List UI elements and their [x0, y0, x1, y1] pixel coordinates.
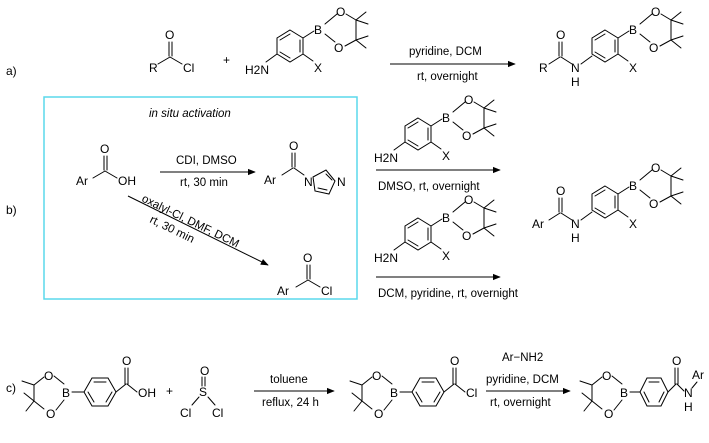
amide-product-b: O Ar N H X B O O — [532, 161, 684, 245]
atom-x: X — [442, 149, 450, 163]
atom-o: O — [334, 41, 343, 55]
part-label-b: b) — [6, 203, 17, 217]
atom-h2n: H2N — [374, 251, 398, 265]
atom-o: O — [602, 369, 611, 383]
condition-a-bottom: rt, overnight — [417, 71, 479, 83]
atom-o: O — [462, 129, 471, 143]
atom-o: O — [122, 354, 131, 368]
atom-o: O — [46, 407, 55, 421]
atom-oh: OH — [118, 174, 136, 188]
condition-c2-mid: pyridine, DCM — [486, 374, 559, 386]
atom-o: O — [165, 28, 174, 42]
atom-b: B — [629, 23, 637, 37]
amide-product-a: O R N H X B O O — [539, 5, 684, 89]
atom-ar: Ar — [277, 284, 289, 298]
in-situ-title: in situ activation — [149, 108, 231, 120]
atom-x: X — [629, 61, 637, 75]
part-label-c: c) — [6, 381, 16, 395]
condition-b-lower: DCM, pyridine, rt, overnight — [378, 288, 519, 300]
atom-ar: Ar — [692, 368, 704, 382]
plus-sign: + — [166, 384, 173, 398]
atom-o: O — [464, 193, 473, 207]
in-situ-activation-box — [43, 96, 358, 300]
aminophenyl-bpin-a: H2N X B O O — [245, 5, 369, 77]
part-label-a: a) — [6, 64, 17, 78]
atom-cl: Cl — [321, 284, 332, 298]
atom-n: N — [571, 61, 580, 75]
atom-r: R — [539, 61, 548, 75]
atom-o: O — [556, 184, 565, 198]
cdi-condition-top: CDI, DMSO — [176, 155, 237, 167]
atom-o: O — [649, 41, 658, 55]
thionyl-chloride: O S Cl Cl — [180, 364, 223, 420]
aroyl-chloride: O Ar Cl — [277, 251, 332, 298]
acyl-imidazole: O Ar N N — [264, 139, 346, 195]
bpin-benzoyl-chloride: O O B O Cl — [349, 354, 477, 421]
atom-b: B — [390, 386, 398, 400]
cdi-condition-bottom: rt, 30 min — [180, 177, 228, 189]
atom-cl: Cl — [180, 406, 191, 420]
atom-o: O — [44, 369, 53, 383]
atom-x: X — [629, 217, 637, 231]
atom-h: H — [571, 75, 580, 89]
atom-o: O — [649, 197, 658, 211]
atom-x: X — [442, 249, 450, 263]
atom-n: N — [304, 175, 313, 189]
atom-o: O — [651, 5, 660, 19]
atom-o: O — [374, 407, 383, 421]
atom-o: O — [200, 364, 209, 378]
atom-h: H — [571, 231, 580, 245]
atom-o: O — [556, 28, 565, 42]
atom-x: X — [314, 61, 322, 75]
atom-o: O — [303, 251, 312, 265]
bpin-benzoic-acid: O O B O OH — [21, 354, 156, 421]
atom-h2n: H2N — [374, 151, 398, 165]
atom-oh: OH — [138, 386, 156, 400]
atom-o: O — [672, 354, 681, 368]
atom-b: B — [629, 179, 637, 193]
aminophenyl-bpin-b-lower: H2N X B O O — [374, 193, 497, 265]
atom-h2n: H2N — [245, 63, 269, 77]
bpin-aryl-amide: O O B O N H Ar — [579, 354, 704, 421]
atom-ar: Ar — [264, 173, 276, 187]
atom-b: B — [442, 111, 450, 125]
atom-o: O — [100, 142, 109, 156]
condition-c1-bottom: reflux, 24 h — [262, 397, 319, 409]
atom-o: O — [336, 5, 345, 19]
condition-a-top: pyridine, DCM — [409, 46, 482, 58]
oxalyl-arrow — [127, 195, 269, 266]
atom-n: N — [571, 217, 580, 231]
atom-b: B — [62, 386, 70, 400]
atom-o: O — [464, 93, 473, 107]
aminophenyl-bpin-b-upper: H2N X B O O — [374, 93, 497, 165]
atom-r: R — [149, 61, 158, 75]
atom-o: O — [604, 407, 613, 421]
plus-sign: + — [223, 53, 230, 67]
atom-cl: Cl — [212, 406, 223, 420]
condition-c1-top: toluene — [270, 374, 308, 386]
carboxylic-acid: O Ar OH — [76, 142, 136, 188]
atom-n: N — [684, 386, 693, 400]
atom-o: O — [651, 161, 660, 175]
atom-b: B — [442, 211, 450, 225]
atom-h: H — [684, 400, 693, 414]
atom-o: O — [450, 354, 459, 368]
atom-b: B — [314, 23, 322, 37]
atom-ar: Ar — [76, 174, 88, 188]
atom-s: S — [199, 385, 207, 399]
acyl-chloride: O R Cl — [149, 28, 194, 75]
condition-c2-top: Ar−NH2 — [502, 352, 543, 364]
condition-b-upper: DMSO, rt, overnight — [378, 181, 480, 193]
condition-c2-bottom: rt, overnight — [490, 397, 552, 409]
atom-cl: Cl — [183, 61, 194, 75]
atom-ar: Ar — [532, 217, 544, 231]
atom-o: O — [462, 229, 471, 243]
atom-o: O — [372, 369, 381, 383]
atom-b: B — [620, 386, 628, 400]
atom-cl: Cl — [466, 386, 477, 400]
atom-n: N — [337, 175, 346, 189]
atom-o: O — [289, 139, 298, 153]
